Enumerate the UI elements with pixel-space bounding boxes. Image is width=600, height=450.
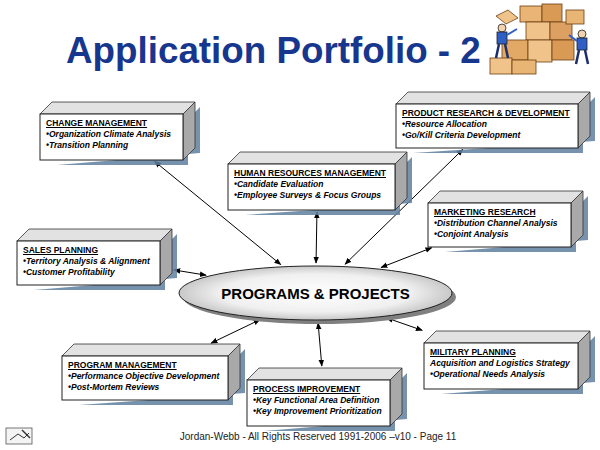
- box-bullet: •Organization Climate Analysis: [46, 129, 177, 140]
- footer-note: Jordan-Webb - All Rights Reserved 1991-2…: [180, 431, 456, 442]
- area-box: PROCESS IMPROVEMENT•Key Functional Area …: [247, 380, 390, 426]
- box-heading: SALES PLANNING: [23, 245, 154, 256]
- connector-arrow: [316, 212, 318, 263]
- area-box: MARKETING RESEARCH•Distribution Channel …: [428, 203, 571, 247]
- box-bullet: •Territory Analysis & Alignment: [23, 256, 154, 267]
- box-bullet: •Conjoint Analysis: [434, 229, 565, 240]
- box-bullet: •Go/Kill Criteria Development: [402, 130, 572, 141]
- box-heading: CHANGE MANAGEMENT: [46, 118, 177, 129]
- area-box: PROGRAM MANAGEMENT•Performance Objective…: [62, 356, 228, 400]
- area-box: HUMAN RESOURCES MANAGEMENT•Candidate Eva…: [228, 164, 395, 210]
- box-bullet: •Transition Planning: [46, 140, 177, 151]
- box-heading: HUMAN RESOURCES MANAGEMENT: [234, 168, 389, 179]
- connector-arrow: [211, 320, 260, 343]
- boxes-illustration: [490, 4, 584, 74]
- connector-arrow: [381, 248, 432, 268]
- connector-arrow: [318, 323, 322, 366]
- connector-arrow: [174, 270, 206, 275]
- box-bullet: •Performance Objective Development: [68, 371, 222, 382]
- box-bullet: •Key Improvement Prioritization: [253, 406, 384, 417]
- box-bullet: •Key Functional Area Definition: [253, 395, 384, 406]
- box-bullet: •Distribution Channel Analysis: [434, 218, 565, 229]
- box-bullet: •Employee Surveys & Focus Groups: [234, 190, 389, 201]
- box-bullet: •Resource Allocation: [402, 119, 572, 130]
- box-heading: PROGRAM MANAGEMENT: [68, 360, 222, 371]
- hub-label: PROGRAMS & PROJECTS: [221, 285, 409, 302]
- area-box: SALES PLANNING•Territory Analysis & Alig…: [17, 241, 160, 285]
- corner-icon: [6, 428, 32, 444]
- box-bullet: Acquisition and Logistics Strategy: [430, 358, 572, 369]
- box-bullet: •Customer Profitability: [23, 267, 154, 278]
- box-heading: PROCESS IMPROVEMENT: [253, 384, 384, 395]
- slide-title: Application Portfolio - 2: [66, 30, 481, 72]
- box-heading: MILITARY PLANNING: [430, 347, 572, 358]
- box-bullet: •Operational Needs Analysis: [430, 369, 572, 380]
- area-box: CHANGE MANAGEMENT•Organization Climate A…: [40, 114, 183, 160]
- area-box: PRODUCT RESEARCH & DEVELOPMENT•Resource …: [396, 104, 578, 148]
- worker-figures: [496, 24, 588, 64]
- area-box: MILITARY PLANNINGAcquisition and Logisti…: [424, 343, 578, 389]
- box-bullet: •Candidate Evaluation: [234, 179, 389, 190]
- box-heading: PRODUCT RESEARCH & DEVELOPMENT: [402, 108, 572, 119]
- box-heading: MARKETING RESEARCH: [434, 207, 565, 218]
- hub-ellipse: PROGRAMS & PROJECTS: [178, 265, 453, 321]
- box-bullet: •Post-Mortem Reviews: [68, 382, 222, 393]
